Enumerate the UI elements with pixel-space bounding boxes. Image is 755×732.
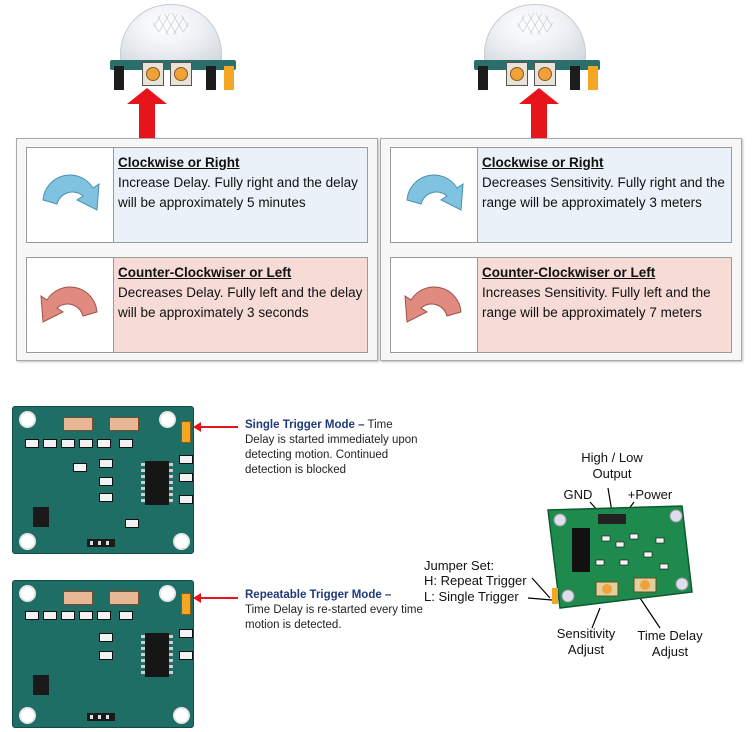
icon-cell — [391, 148, 478, 242]
counter-clockwise-arrow-icon — [40, 286, 98, 323]
pcb-repeatable-trigger — [12, 580, 194, 728]
repeat-trigger-note: Repeatable Trigger Mode – Time Delay is … — [245, 588, 425, 633]
mount-hole — [159, 411, 176, 428]
mode-description: Time Delay is re-started every time moti… — [245, 604, 423, 631]
mount-hole — [19, 707, 36, 724]
trimpot — [109, 591, 139, 605]
delay-pot — [142, 62, 164, 86]
mode-title: Repeatable Trigger Mode – — [245, 589, 392, 601]
ic-chip — [141, 633, 173, 677]
regulator — [33, 507, 49, 527]
pcb-single-trigger — [12, 406, 194, 554]
single-trigger-pointer — [193, 422, 238, 432]
pin-header — [87, 539, 115, 547]
sensitivity-instructions-panel: Clockwise or Right Decreases Sensitivity… — [380, 138, 742, 361]
module-diagram — [527, 487, 693, 629]
text-cell: Counter-Clockwiser or Left Decreases Del… — [114, 258, 367, 352]
mode-title: Single Trigger Mode – — [245, 419, 365, 431]
pin — [114, 66, 124, 90]
mount-hole — [159, 585, 176, 602]
red-up-arrow-right — [519, 88, 559, 140]
counter-clockwise-arrow-icon — [404, 286, 462, 323]
time-delay-adjust-label: Time Delay Adjust — [637, 628, 703, 659]
row-title: Clockwise or Right — [482, 155, 604, 170]
jumper-repeat-position — [181, 593, 191, 615]
single-trigger-note: Single Trigger Mode – Time Delay is star… — [245, 418, 425, 478]
trimpot — [63, 591, 93, 605]
pin — [570, 66, 580, 90]
pin — [206, 66, 216, 90]
clockwise-arrow-icon — [406, 174, 464, 211]
pir-module-board — [547, 505, 693, 609]
mount-hole — [173, 707, 190, 724]
clockwise-row: Clockwise or Right Increase Delay. Fully… — [26, 147, 368, 243]
jumper-h-label: H: Repeat Trigger — [424, 573, 527, 588]
row-title: Counter-Clockwiser or Left — [482, 265, 656, 280]
clockwise-arrow-icon — [42, 174, 100, 211]
counter-clockwise-row: Counter-Clockwiser or Left Increases Sen… — [390, 257, 732, 353]
jumper-l-label: L: Single Trigger — [424, 589, 519, 604]
row-description: Decreases Sensitivity. Fully right and t… — [482, 175, 725, 210]
regulator — [33, 675, 49, 695]
fresnel-dome — [484, 4, 586, 64]
mode-description: Delay is started immediately upon detect… — [245, 434, 418, 476]
trimpot — [63, 417, 93, 431]
pin-header — [87, 713, 115, 721]
icon-cell — [27, 148, 114, 242]
sensitivity-pot — [534, 62, 556, 86]
counter-clockwise-row: Counter-Clockwiser or Left Decreases Del… — [26, 257, 368, 353]
mount-hole — [19, 411, 36, 428]
output-label: High / Low Output — [581, 450, 643, 481]
icon-cell — [27, 258, 114, 352]
text-cell: Counter-Clockwiser or Left Increases Sen… — [478, 258, 731, 352]
jumper-set-label: Jumper Set: — [424, 558, 495, 573]
jumper-single-position — [181, 421, 191, 443]
row-description: Increases Sensitivity. Fully left and th… — [482, 285, 711, 320]
gnd-label: GND — [563, 487, 593, 502]
mount-hole — [19, 533, 36, 550]
jumper-pin — [588, 66, 598, 90]
delay-pot — [506, 62, 528, 86]
ic-chip — [141, 461, 173, 505]
red-up-arrow-left — [127, 88, 167, 140]
pir-sensor-top-right — [474, 4, 604, 94]
delay-instructions-panel: Clockwise or Right Increase Delay. Fully… — [16, 138, 378, 361]
pin — [478, 66, 488, 90]
power-label: +Power — [627, 487, 673, 502]
text-cell: Clockwise or Right Decreases Sensitivity… — [478, 148, 731, 242]
repeat-trigger-pointer — [193, 593, 238, 603]
mount-hole — [173, 533, 190, 550]
row-title: Counter-Clockwiser or Left — [118, 265, 292, 280]
clockwise-row: Clockwise or Right Decreases Sensitivity… — [390, 147, 732, 243]
text-cell: Clockwise or Right Increase Delay. Fully… — [114, 148, 367, 242]
pir-sensor-top-left — [110, 4, 240, 94]
icon-cell — [391, 258, 478, 352]
jumper-pin — [224, 66, 234, 90]
row-description: Increase Delay. Fully right and the dela… — [118, 175, 358, 210]
sensitivity-pot — [170, 62, 192, 86]
row-description: Decreases Delay. Fully left and the dela… — [118, 285, 363, 320]
trimpot — [109, 417, 139, 431]
mount-hole — [19, 585, 36, 602]
sensitivity-adjust-label: Sensitivity Adjust — [556, 626, 616, 657]
fresnel-dome — [120, 4, 222, 64]
mode-title-tail: Time — [364, 419, 393, 431]
row-title: Clockwise or Right — [118, 155, 240, 170]
